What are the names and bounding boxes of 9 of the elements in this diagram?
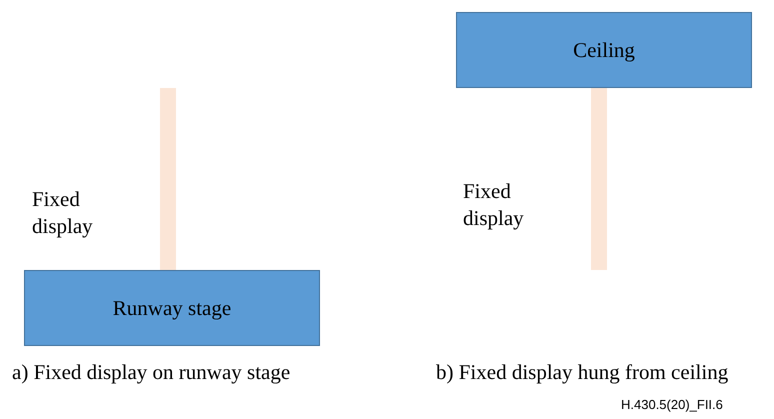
stage-box: Ceiling xyxy=(456,12,752,88)
display-bar xyxy=(160,88,176,270)
figure-caption: b) Fixed display hung from ceiling xyxy=(436,360,728,385)
stage-box: Runway stage xyxy=(24,270,320,346)
figure-id: H.430.5(20)_FII.6 xyxy=(621,397,723,412)
display-label: Fixed display xyxy=(32,186,94,240)
figure-caption: a) Fixed display on runway stage xyxy=(12,360,290,385)
display-bar xyxy=(591,88,607,270)
display-label: Fixed display xyxy=(463,178,525,232)
